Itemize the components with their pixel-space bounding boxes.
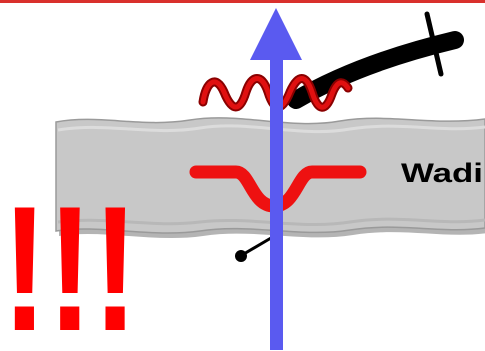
alarm-exclamations: !!! [2, 169, 138, 351]
top-border [0, 0, 485, 3]
pin-icon [235, 238, 271, 262]
road-icon [296, 14, 455, 100]
wadi-label: Wadi [401, 158, 483, 188]
